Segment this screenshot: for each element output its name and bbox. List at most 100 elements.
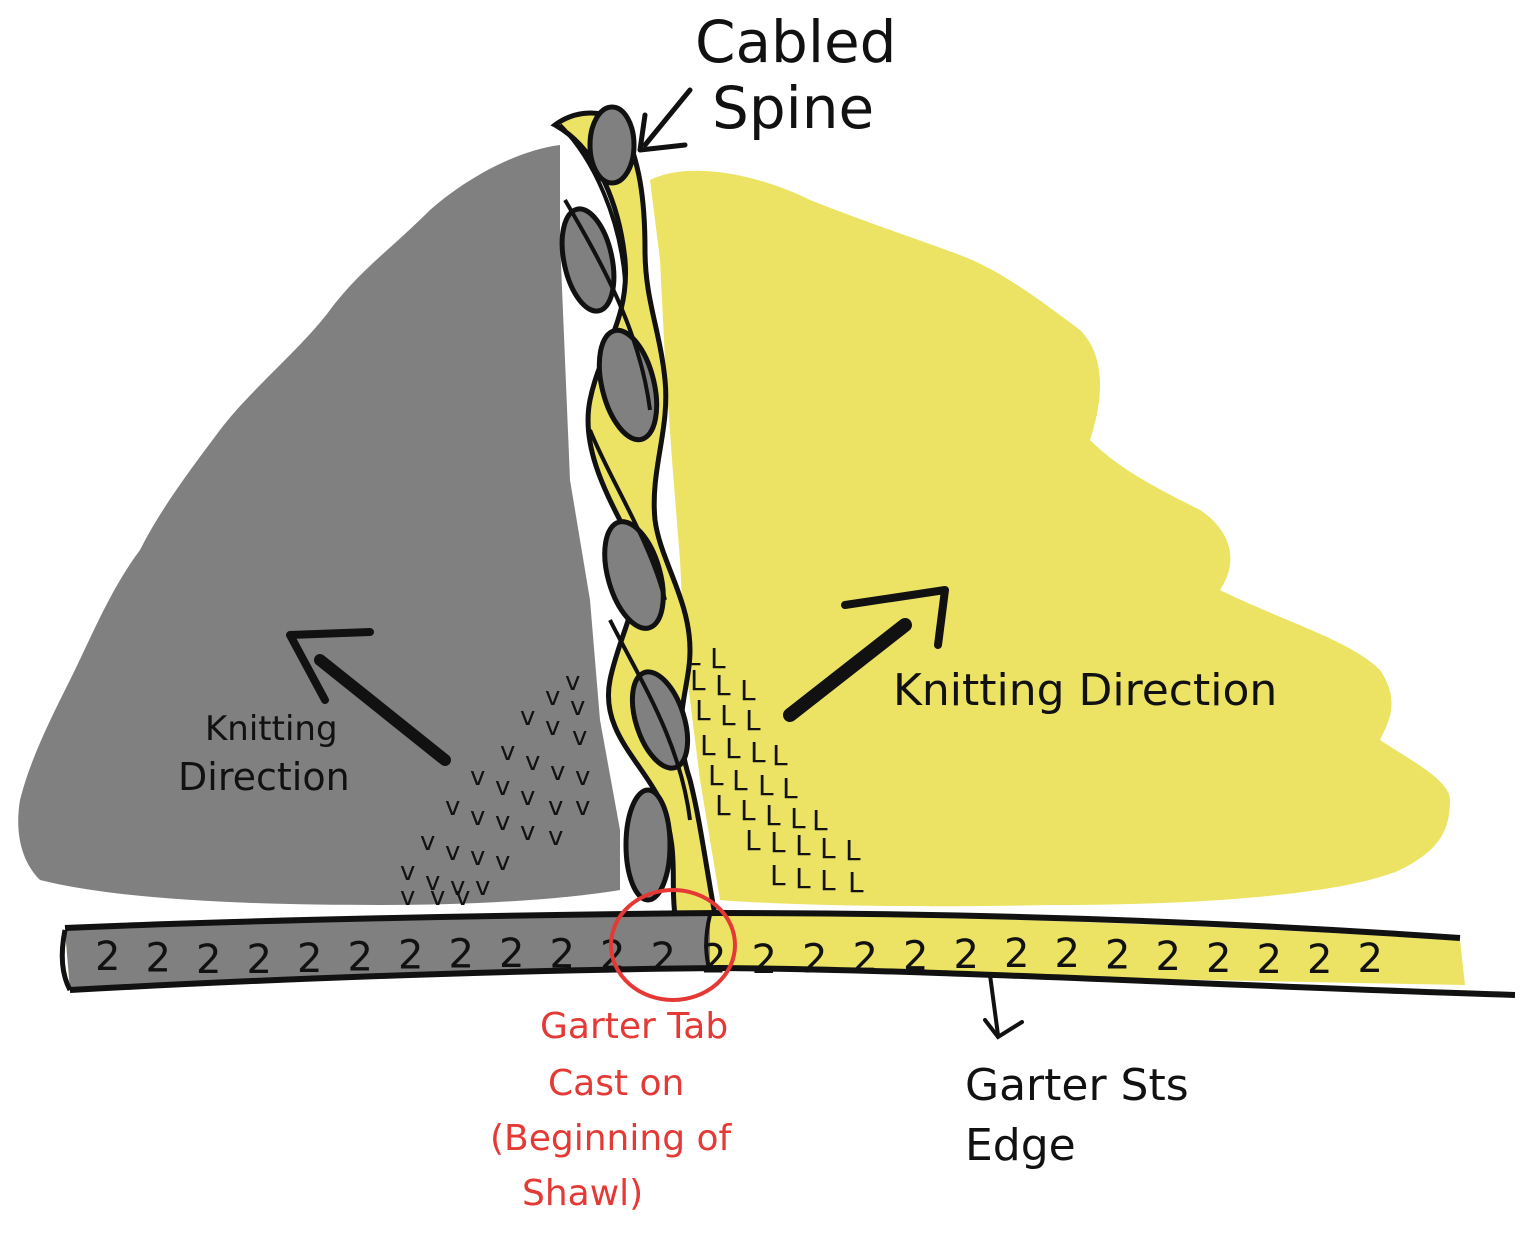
v-stitch-glyph: v xyxy=(495,847,510,877)
l-stitch-glyph: L xyxy=(715,789,731,822)
v-stitch-glyph: v xyxy=(520,702,535,732)
garter-stitch-glyph: 2 xyxy=(95,934,120,980)
l-stitch-glyph: L xyxy=(845,834,861,867)
l-stitch-glyph: L xyxy=(765,799,781,832)
v-stitch-glyph: v xyxy=(495,807,510,837)
left-direction-arrow xyxy=(286,628,451,766)
v-stitch-glyph: v xyxy=(430,882,445,912)
garter-stitch-glyph: 2 xyxy=(398,933,423,979)
l-stitch-glyph: L xyxy=(740,794,756,827)
v-stitch-glyph: v xyxy=(545,682,560,712)
garter-stitch-glyph: 2 xyxy=(1206,936,1231,982)
l-stitch-glyph: L xyxy=(745,704,761,737)
l-stitch-glyph: L xyxy=(770,859,786,892)
garter-stitch-glyph: 2 xyxy=(196,937,221,983)
garter-stitch-glyph: 2 xyxy=(297,936,322,982)
garter-stitch-glyph: 2 xyxy=(954,932,979,978)
v-stitch-glyph: v xyxy=(450,872,465,902)
garter-stitch-glyph: 2 xyxy=(1358,936,1383,982)
v-stitch-glyph: v xyxy=(445,792,460,822)
garter-stitch-glyph: 2 xyxy=(802,937,827,983)
l-stitch-glyph: L xyxy=(820,832,836,865)
l-stitch-glyph: L xyxy=(770,826,786,859)
v-stitch-glyph: v xyxy=(525,747,540,777)
l-stitch-glyph: L xyxy=(758,769,774,802)
edge-label-line1: Garter Sts xyxy=(965,1060,1189,1111)
v-stitch-glyph: v xyxy=(470,762,485,792)
garter-stitch-glyph: 2 xyxy=(1105,932,1130,978)
l-stitch-glyph: L xyxy=(812,804,828,837)
tab-label-line3: (Beginning of xyxy=(490,1118,733,1159)
v-stitch-glyph: v xyxy=(548,822,563,852)
tab-label-line1: Garter Tab xyxy=(540,1006,728,1047)
l-stitch-glyph: L xyxy=(700,729,716,762)
v-stitch-glyph: v xyxy=(425,867,440,897)
v-stitch-glyph: v xyxy=(548,792,563,822)
garter-stitch-glyph: 2 xyxy=(247,937,272,983)
garter-stitch-glyph: 2 xyxy=(701,936,726,982)
garter-tab-circle xyxy=(609,888,737,1002)
l-stitch-glyph: L xyxy=(715,669,731,702)
garter-stitch-glyph: 2 xyxy=(499,931,524,977)
v-stitch-glyph: v xyxy=(420,827,435,857)
v-stitch-glyph: v xyxy=(475,872,490,902)
right-direction-arrow xyxy=(783,586,949,722)
l-stitch-glyph: L xyxy=(685,639,701,672)
l-stitch-glyph: L xyxy=(708,759,724,792)
v-stitch-glyph: v xyxy=(400,857,415,887)
tab-label-line2: Cast on xyxy=(548,1063,684,1104)
garter-stitch-glyph: 2 xyxy=(449,931,474,977)
l-stitch-glyph: L xyxy=(725,732,741,765)
l-stitch-glyph: L xyxy=(820,864,836,897)
garter-stitch-glyph: 2 xyxy=(651,935,676,981)
l-stitch-glyph: L xyxy=(782,772,798,805)
v-stitch-glyph: v xyxy=(400,882,415,912)
left-gray-panel xyxy=(18,145,621,905)
l-stitch-glyph: L xyxy=(750,736,766,769)
l-stitch-glyph: L xyxy=(772,739,788,772)
edge-label-line2: Edge xyxy=(965,1120,1076,1171)
left-direction-label-line2: Direction xyxy=(178,755,350,799)
garter-stitch-glyph: 2 xyxy=(550,932,575,978)
left-direction-label-line1: Knitting xyxy=(205,709,338,749)
garter-stitch-glyph: 2 xyxy=(1257,937,1282,983)
v-stitch-glyph: v xyxy=(495,772,510,802)
right-direction-label: Knitting Direction xyxy=(893,665,1277,716)
right-yellow-panel xyxy=(650,170,1450,907)
garter-stitch-glyph: 2 xyxy=(348,934,373,980)
garter-stitch-glyph: 2 xyxy=(1307,937,1332,983)
edge-pointer-arrow xyxy=(983,973,1024,1040)
l-stitch-glyph: L xyxy=(790,802,806,835)
l-stitch-glyph: L xyxy=(848,866,864,899)
v-stitch-glyph: v xyxy=(520,782,535,812)
l-stitch-glyph: L xyxy=(795,829,811,862)
garter-stitch-glyph: 2 xyxy=(1004,931,1029,977)
tab-label-line4: Shawl) xyxy=(522,1173,643,1214)
v-stitch-glyph: v xyxy=(470,842,485,872)
v-stitch-glyph: v xyxy=(470,802,485,832)
l-stitch-glyph: L xyxy=(795,862,811,895)
l-stitch-glyph: L xyxy=(732,764,748,797)
garter-stitch-glyph: 2 xyxy=(1055,931,1080,977)
l-stitch-glyph: L xyxy=(745,824,761,857)
v-stitch-glyph: v xyxy=(575,792,590,822)
l-stitch-glyph: L xyxy=(710,642,726,675)
garter-stitch-glyph: 2 xyxy=(752,937,777,983)
l-stitch-glyph: L xyxy=(690,664,706,697)
v-stitch-glyph: v xyxy=(550,757,565,787)
v-stitch-glyph: v xyxy=(565,667,580,697)
garter-stitch-glyph: 2 xyxy=(903,933,928,979)
garter-stitch-glyph: 2 xyxy=(146,936,171,982)
v-stitch-glyph: v xyxy=(572,722,587,752)
v-stitch-glyph: v xyxy=(545,712,560,742)
garter-stitch-glyph: 2 xyxy=(1156,934,1181,980)
v-stitch-glyph: v xyxy=(575,762,590,792)
l-stitch-glyph: L xyxy=(740,674,756,707)
spine-pointer-arrow xyxy=(637,87,693,153)
cabled-spine xyxy=(550,104,718,918)
